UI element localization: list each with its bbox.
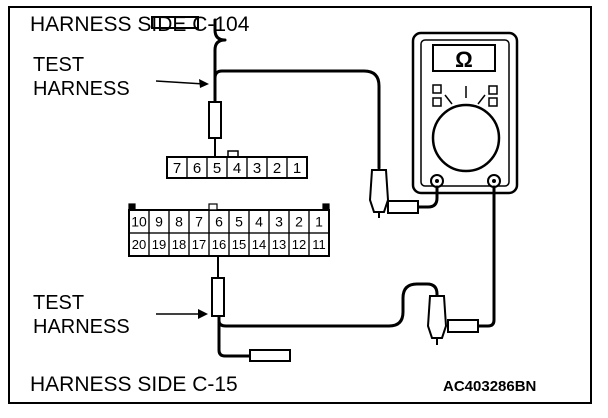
c104-pin-1: 1: [293, 160, 301, 177]
test-harness-upper-arrow-line: [155, 80, 205, 85]
test-harness-lower-probe: [211, 277, 225, 317]
c104-pin-4: 4: [233, 160, 241, 177]
c104-pin-5: 5: [213, 160, 221, 177]
test-harness-upper-label-line2: HARNESS: [33, 78, 130, 100]
c15-bottom-pin-15: 15: [232, 237, 246, 252]
c15-top-pin-3: 3: [275, 214, 283, 230]
c15-top-pin-10: 10: [131, 214, 147, 230]
test-harness-upper-probe: [208, 101, 222, 139]
c104-pin-3: 3: [253, 160, 261, 177]
c15-top-pin-4: 4: [255, 214, 263, 230]
dial-tick-3: [477, 94, 486, 105]
probe-clip-lower: [426, 295, 448, 339]
connector-c15-latch-right: [322, 203, 330, 211]
test-harness-lower-arrowhead: [198, 309, 208, 319]
c15-top-pin-7: 7: [195, 214, 203, 230]
lead-meter-left: [416, 185, 439, 209]
test-harness-lower-label-line2: HARNESS: [33, 316, 130, 338]
c15-top-pin-5: 5: [235, 214, 243, 230]
c15-bottom-pin-16: 16: [212, 237, 226, 252]
ohmmeter-inner: [420, 39, 510, 187]
c15-bottom-pin-20: 20: [132, 237, 146, 252]
probe-plug-upper: [387, 200, 419, 214]
ohm-symbol: Ω: [455, 47, 473, 72]
probe-clip-upper: [368, 169, 390, 213]
test-harness-lower-wire: [217, 314, 252, 358]
ohmmeter-display: [432, 44, 496, 72]
c104-pin-6: 6: [193, 160, 201, 177]
c15-bottom-pin-17: 17: [192, 237, 206, 252]
test-harness-upper-label: TEST HARNESS: [33, 53, 130, 101]
c104-cell-1: [286, 156, 308, 179]
range-indicator-3: [488, 85, 498, 95]
c15-top-pin-1: 1: [315, 214, 323, 230]
c15-bottom-pin-13: 13: [272, 237, 286, 252]
probe-plug-lower: [447, 319, 479, 333]
c15-top-pin-8: 8: [175, 214, 183, 230]
title-harness-side-c15: HARNESS SIDE C-15: [30, 373, 238, 396]
test-harness-upper-plug: [151, 16, 199, 29]
c15-bottom-pin-18: 18: [172, 237, 186, 252]
c15-top-pin-6: 6: [215, 214, 223, 230]
figure-code: AC403286BN: [443, 378, 537, 395]
lead-c104-to-meter: [213, 69, 381, 170]
test-harness-lower-label: TEST HARNESS: [33, 291, 130, 339]
c15-top-pin-9: 9: [155, 214, 163, 230]
c15-bottom-pin-12: 12: [292, 237, 306, 252]
test-harness-upper-wire: [213, 18, 227, 102]
connector-c15-latch-left: [128, 203, 136, 211]
title-harness-side-c104: HARNESS SIDE C-104: [30, 13, 250, 36]
connector-c15-latch-center: [208, 203, 218, 211]
test-harness-lower-label-line1: TEST: [33, 292, 85, 314]
c15-top-pin-2: 2: [295, 214, 303, 230]
ohmmeter: Ω: [411, 31, 519, 195]
c104-pin-7: 7: [173, 160, 181, 177]
range-indicator-2: [432, 97, 442, 107]
test-harness-upper-arrowhead: [199, 79, 209, 88]
test-harness-upper-label-line1: TEST: [33, 54, 85, 76]
c15-bottom-pin-14: 14: [252, 237, 266, 252]
ohmmeter-terminal-right-dot: [492, 179, 496, 183]
test-harness-lower-plug: [249, 349, 291, 362]
c104-pin-2: 2: [273, 160, 281, 177]
lead-c15-to-meter: [217, 282, 439, 328]
lead-meter-right: [476, 185, 496, 328]
range-indicator-4: [488, 97, 498, 107]
ohmmeter-terminal-left-dot: [435, 179, 439, 183]
ohmmeter-dial-knob: [431, 103, 501, 173]
c15-bottom-pin-19: 19: [152, 237, 166, 252]
c15-bottom-pin-11: 11: [312, 237, 326, 252]
dial-tick-1: [444, 94, 453, 105]
range-indicator-1: [432, 84, 442, 94]
c15-bottom-cell-11: [308, 232, 330, 257]
